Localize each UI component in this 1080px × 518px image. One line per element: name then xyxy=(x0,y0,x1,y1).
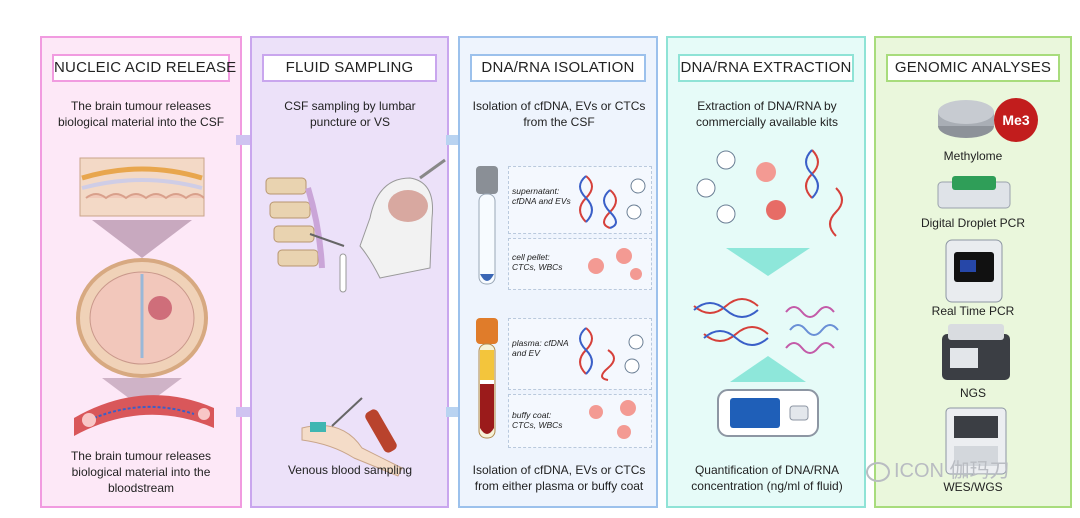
analysis-label-methylome: Methylome xyxy=(943,149,1003,163)
panel-title: DNA/RNA EXTRACTION xyxy=(678,54,854,82)
lumbar-puncture-illustration xyxy=(265,158,446,293)
digital-droplet-pcr-icon xyxy=(937,176,1011,209)
watermark-text: ICON 伽玛刀 xyxy=(894,460,1010,482)
panel-title: NUCLEIC ACID RELEASE xyxy=(52,54,236,82)
me3-badge: Me3 xyxy=(1002,112,1029,128)
wechat-icon xyxy=(866,461,890,482)
panel-dna-rna-extraction: DNA/RNA EXTRACTION Extraction of DNA/RNA… xyxy=(666,36,866,508)
analysis-label-ngs: NGS xyxy=(959,386,986,400)
panel-title: DNA/RNA ISOLATION xyxy=(470,54,646,82)
analysis-label-ddpcr: Digital Droplet PCR xyxy=(920,216,1026,230)
cells-icon xyxy=(589,400,636,439)
quantification-text: Quantification of DNA/RNA concentration … xyxy=(691,463,843,493)
panel-dna-rna-isolation: DNA/RNA ISOLATION Isolation of cfDNA, EV… xyxy=(458,36,658,508)
buffy-coat-label: buffy coat: CTCs, WBCs xyxy=(512,410,563,430)
dna-helix-icon xyxy=(579,327,644,381)
quantification-device-icon xyxy=(717,356,819,437)
panel-genomic-analyses: GENOMIC ANALYSES Me3 Methylome Digital D… xyxy=(874,36,1072,508)
brain-tumour-illustration xyxy=(76,157,208,408)
panel-title: GENOMIC ANALYSES xyxy=(886,54,1060,82)
release-csf-text: The brain tumour releases biological mat… xyxy=(57,99,225,129)
blood-vessel-illustration xyxy=(74,395,214,436)
real-time-pcr-icon xyxy=(945,239,1003,303)
analysis-label-rtpcr: Real Time PCR xyxy=(931,304,1015,318)
cells-icon xyxy=(588,248,642,280)
extracted-nucleic-acids-icon xyxy=(693,298,839,354)
venous-sampling-text: Venous blood sampling xyxy=(287,463,413,477)
analysis-label-wes-wgs: WES/WGS xyxy=(943,480,1003,494)
blood-tube-icon xyxy=(476,318,498,439)
csf-sampling-text: CSF sampling by lumbar puncture or VS xyxy=(284,99,416,129)
blood-isolation-text: Isolation of cfDNA, EVs or CTCs from eit… xyxy=(472,463,646,493)
plasma-label: plasma: cfDNA and EV xyxy=(512,338,569,358)
csf-tube-icon xyxy=(476,166,498,285)
extraction-inputs-illustration xyxy=(696,149,843,276)
csf-isolation-text: Isolation of cfDNA, EVs or CTCs from the… xyxy=(472,99,646,129)
extraction-text: Extraction of DNA/RNA by commercially av… xyxy=(695,99,839,129)
panel-title: FLUID SAMPLING xyxy=(262,54,437,82)
wes-wgs-sequencer-icon xyxy=(945,407,1007,475)
panel-nucleic-acid-release: NUCLEIC ACID RELEASE The brain tumour re… xyxy=(40,36,242,508)
ngs-sequencer-icon xyxy=(942,324,1010,380)
panel-fluid-sampling: FLUID SAMPLING CSF sampling by lumbar pu… xyxy=(250,36,449,508)
supernatant-box xyxy=(508,166,652,234)
venous-blood-draw-illustration xyxy=(301,397,403,477)
plasma-box xyxy=(508,318,652,390)
dna-helix-icon xyxy=(579,175,646,229)
release-blood-text: The brain tumour releases biological mat… xyxy=(70,449,212,495)
buffy-coat-box xyxy=(508,394,652,448)
watermark: ICON 伽玛刀 xyxy=(866,454,1010,483)
cell-pellet-label: cell pellet: CTCs, WBCs xyxy=(512,252,563,272)
supernatant-label: supernatant: cfDNA and EVs xyxy=(512,186,571,206)
cell-pellet-box xyxy=(508,238,652,290)
methylome-icon: Me3 xyxy=(938,98,1038,142)
